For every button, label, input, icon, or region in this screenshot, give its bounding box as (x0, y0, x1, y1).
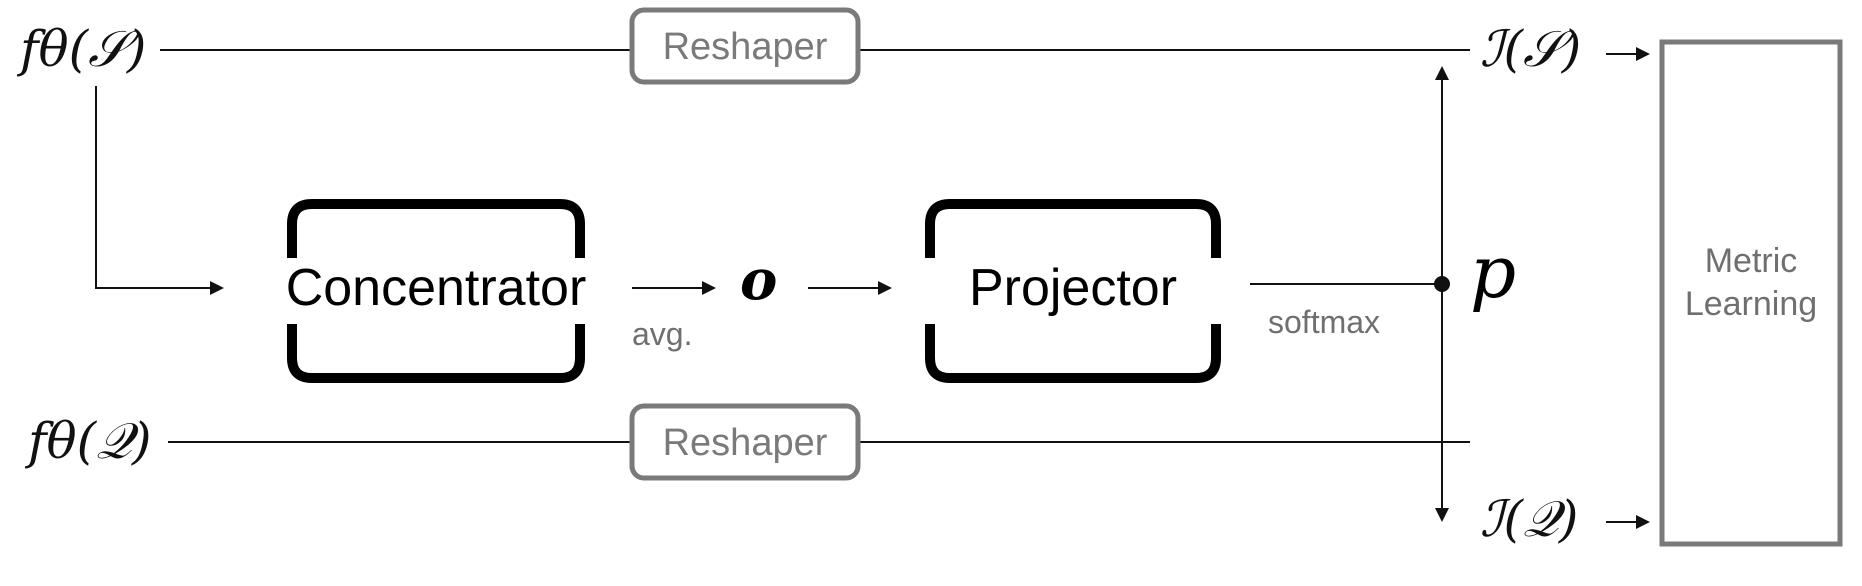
p-label: p (1470, 230, 1517, 314)
metric-learning-label: Metric Learning (1662, 240, 1840, 325)
projector-bracket-top (925, 199, 1221, 258)
projector-bracket-bottom (925, 324, 1221, 383)
metric-learning-line1: Metric (1704, 242, 1798, 280)
reshaper-bottom-label: Reshaper (662, 422, 828, 464)
f-theta-q-label: fθ(𝒬) (28, 412, 152, 470)
metric-learning-box (1659, 39, 1843, 547)
i-q-label: ℐ(𝒬) (1480, 490, 1579, 548)
metric-learning-line2: Learning (1684, 284, 1818, 323)
branch-to-concentrator (95, 86, 224, 295)
softmax-label: softmax (1268, 304, 1381, 340)
concentrator-bracket-top (287, 199, 585, 258)
f-theta-s-label: fθ(𝒮) (20, 20, 147, 78)
projector-label: Projector (968, 259, 1178, 317)
o-vector-label: o (740, 247, 778, 313)
concentrator-bracket-bottom (287, 324, 585, 383)
i-s-label: ℐ(𝒮) (1480, 20, 1582, 78)
avg-label: avg. (632, 316, 693, 352)
concentrator-label: Concentrator (285, 259, 587, 317)
reshaper-bottom-box (629, 403, 861, 481)
reshaper-top-box (629, 7, 861, 85)
reshaper-top-label: Reshaper (662, 26, 828, 68)
